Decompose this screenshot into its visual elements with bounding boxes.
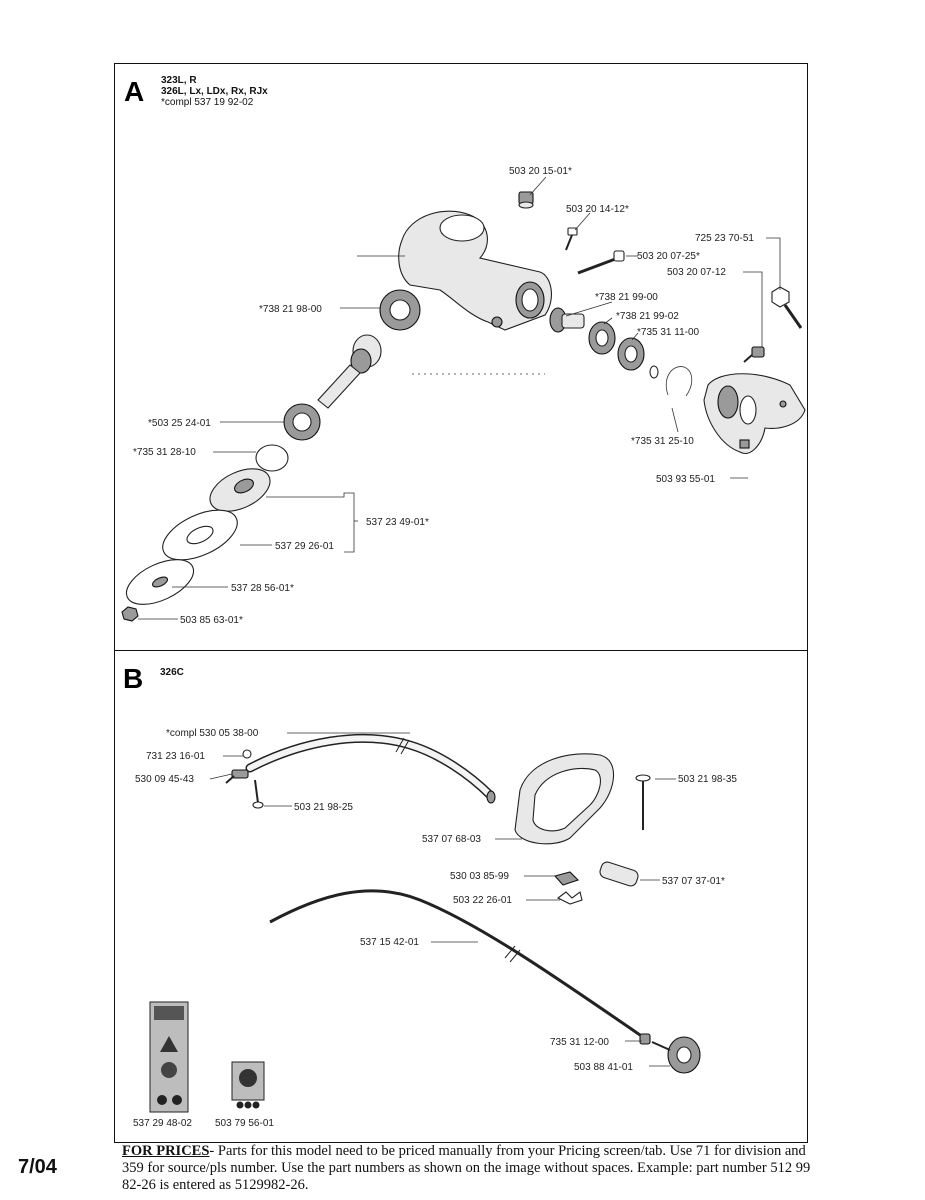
handle-tube [245, 733, 496, 804]
decal-sticker-small [231, 1061, 265, 1109]
support-flange [125, 559, 195, 605]
circlip-lower [255, 444, 289, 472]
snap-ring [665, 366, 693, 397]
part-label: 503 20 14-12* [566, 204, 629, 215]
section-divider [114, 650, 808, 651]
gear-housing [398, 210, 552, 331]
part-label: *738 21 99-00 [595, 292, 658, 303]
section-b-model: 326C [160, 667, 184, 678]
leaders-a [138, 176, 781, 620]
section-a-compl: *compl 537 19 92-02 [161, 97, 254, 108]
part-label: 735 31 12-00 [550, 1037, 609, 1048]
cable-nut [639, 1033, 651, 1045]
bearing-lower [283, 403, 321, 441]
part-label: *735 31 11-00 [637, 327, 700, 338]
cover-screw [743, 346, 765, 363]
part-label: 537 15 42-01 [360, 937, 419, 948]
part-label: *compl 530 05 38-00 [166, 728, 259, 739]
part-label: 537 07 37-01* [662, 876, 725, 887]
part-label: 503 93 55-01 [656, 474, 715, 485]
hex-nut [121, 606, 139, 622]
support-cup [162, 509, 238, 561]
pricing-note: FOR PRICES- Parts for this model need to… [122, 1143, 822, 1194]
small-screw [565, 227, 578, 251]
part-label: *738 21 99-02 [616, 311, 679, 322]
section-a-models-1: 323L, R [161, 75, 197, 86]
bevel-gear-shaft [317, 334, 382, 409]
diagram-frame [114, 63, 808, 1143]
pinion-bearing-2 [617, 337, 645, 371]
decal-sticker-tall [149, 1001, 189, 1113]
part-label: *738 21 98-00 [259, 304, 322, 315]
part-label: 503 85 63-01* [180, 615, 243, 626]
part-label: *735 31 25-10 [631, 436, 694, 447]
loop-handle [514, 753, 615, 845]
part-label: 537 23 49-01* [366, 517, 429, 528]
part-label: 537 29 26-01 [275, 541, 334, 552]
pinion-bearing-1 [588, 321, 616, 355]
part-label: 503 20 07-25* [637, 251, 700, 262]
handle-screw-short [252, 779, 264, 809]
pricing-note-text: - Parts for this model need to be priced… [122, 1143, 811, 1193]
pricing-note-heading: FOR PRICES [122, 1143, 210, 1159]
throttle-cable [269, 889, 641, 1037]
part-label: *735 31 28-10 [133, 447, 196, 458]
part-label: 537 29 48-02 [133, 1118, 192, 1129]
part-label: 503 20 15-01* [509, 166, 572, 177]
handle-clamp [225, 749, 252, 784]
part-label: 537 28 56-01* [231, 583, 294, 594]
part-label: 731 23 16-01 [146, 751, 205, 762]
leaders-b [209, 732, 676, 1067]
plug-screw [518, 191, 534, 209]
section-b-letter: B [123, 663, 143, 694]
part-labels-b: *compl 530 05 38-00 731 23 16-01 530 09 … [133, 728, 737, 1129]
part-labels-a: 503 20 15-01* 503 20 14-12* 725 23 70-51… [133, 166, 754, 626]
drive-disc [209, 468, 271, 512]
pinion-gear [549, 307, 585, 333]
adjusting-knob [651, 1036, 701, 1074]
part-label: 503 20 07-12 [667, 267, 726, 278]
part-label: 503 22 26-01 [453, 895, 512, 906]
part-label: 503 79 56-01 [215, 1118, 274, 1129]
part-label: 503 21 98-35 [678, 774, 737, 785]
guard-cover [703, 373, 806, 454]
cover-bolt [771, 286, 803, 329]
part-label: 725 23 70-51 [695, 233, 754, 244]
part-label: 503 88 41-01 [574, 1062, 633, 1073]
section-a-models-2: 326L, Lx, LDx, Rx, RJx [161, 86, 268, 97]
part-label: 530 03 85-99 [450, 871, 509, 882]
handle-screw-long [635, 774, 651, 830]
part-label: *503 25 24-01 [148, 418, 211, 429]
part-label: 537 07 68-03 [422, 834, 481, 845]
part-label: 503 21 98-25 [294, 802, 353, 813]
section-a-letter: A [124, 76, 144, 107]
spacer-sleeve [599, 861, 639, 887]
circlip-small [649, 365, 659, 379]
nut-plate [553, 871, 580, 886]
revision-date: 7/04 [18, 1156, 57, 1178]
bearing-upper [379, 289, 421, 331]
long-bolt [577, 250, 625, 275]
wing-nut [556, 891, 583, 905]
part-label: 530 09 45-43 [135, 774, 194, 785]
